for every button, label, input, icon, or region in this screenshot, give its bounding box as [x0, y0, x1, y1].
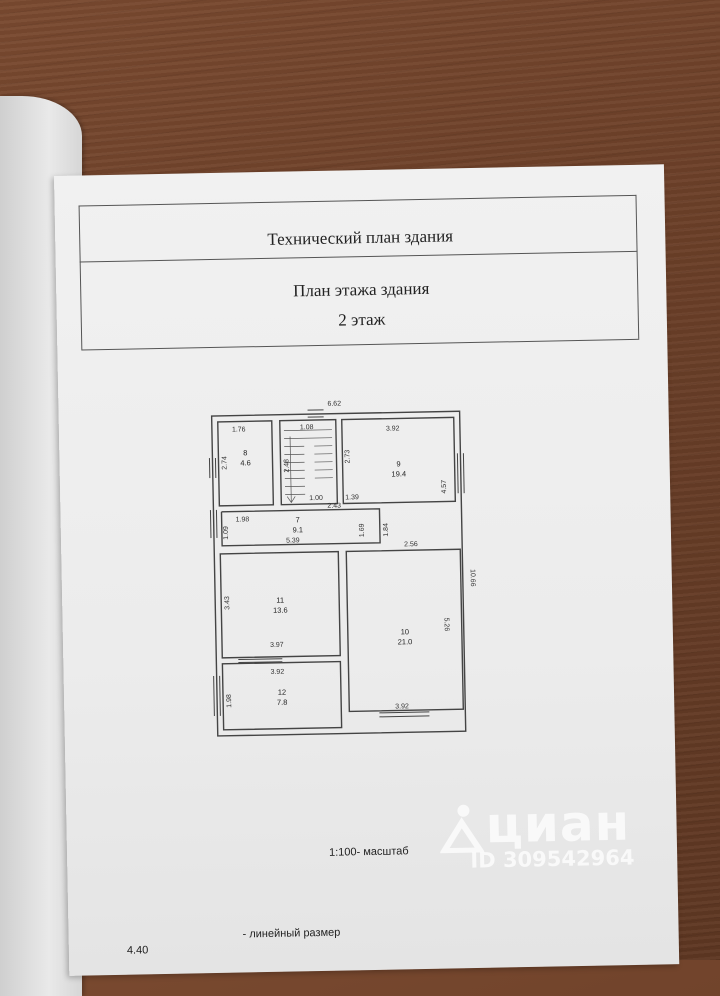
room-10-height: 5.26 [443, 617, 450, 631]
stair-width: 1.08 [300, 424, 314, 431]
room-10-bottom: 3.92 [395, 703, 409, 710]
overall-height: 10.66 [469, 569, 476, 587]
room-8-area: 4.6 [240, 458, 251, 467]
room-8-height: 2.74 [221, 456, 228, 470]
room-7-dim-4: 1.69 [359, 523, 366, 537]
floor-plan-drawing: 8 4.6 9 19.4 7 9.1 11 13.6 10 21.0 12 7.… [203, 393, 474, 738]
room-10-width: 2.56 [404, 541, 418, 548]
stair-offset: 1.39 [345, 494, 359, 501]
room-11-width: 3.97 [270, 642, 284, 649]
table-line-bottom [81, 339, 639, 351]
room-12-number: 12 [278, 688, 287, 697]
room-12-height: 1.98 [226, 694, 233, 708]
section-title: План этажа здания [56, 274, 666, 306]
room-12-area: 7.8 [277, 698, 288, 707]
room-7-dim-1: 1.98 [236, 516, 250, 523]
room-9-number: 9 [396, 459, 400, 468]
table-line-top [79, 195, 637, 207]
room-7-dim-3: 1.09 [223, 526, 230, 540]
room-11-number: 11 [276, 596, 284, 605]
room-10-number: 10 [401, 627, 410, 636]
stair-length: 2.48 [283, 459, 290, 473]
stair-landing: 1.00 [309, 495, 323, 502]
floor-plan: 8 4.6 9 19.4 7 9.1 11 13.6 10 21.0 12 7.… [203, 393, 474, 738]
room-7-dim-2: 2.43 [327, 503, 341, 510]
room-8-number: 8 [243, 448, 247, 457]
room-7-area: 9.1 [293, 525, 304, 534]
listing-id: ID 309542964 [470, 845, 634, 872]
room-9-width: 3.92 [386, 425, 400, 432]
cian-logo-icon [439, 802, 484, 853]
scale-label: 1:100- масштаб [329, 845, 409, 859]
linear-size-value: 4.40 [127, 944, 149, 956]
room-9-side: 4.57 [441, 480, 448, 494]
room-7-dim-5: 1.84 [383, 523, 390, 537]
overall-width: 6.62 [327, 401, 341, 408]
table-line-mid [80, 251, 638, 263]
room-11-height: 3.43 [224, 596, 231, 610]
room-10-area: 21.0 [398, 637, 413, 646]
floor-label: 2 этаж [57, 304, 667, 336]
linear-size-label: - линейный размер [242, 927, 340, 941]
cian-watermark: циан ID 309542964 [439, 793, 671, 887]
room-9-area: 19.4 [391, 469, 406, 478]
stair-treads [284, 430, 333, 503]
document-header: Технический план здания [55, 222, 665, 254]
room-7-number: 7 [295, 515, 299, 524]
room-12-width: 3.92 [271, 669, 285, 676]
room-9-height: 2.73 [344, 450, 351, 464]
room-8-width: 1.76 [232, 426, 246, 433]
room-11-area: 13.6 [273, 606, 288, 615]
room-7-dim-6: 5.39 [286, 537, 300, 544]
